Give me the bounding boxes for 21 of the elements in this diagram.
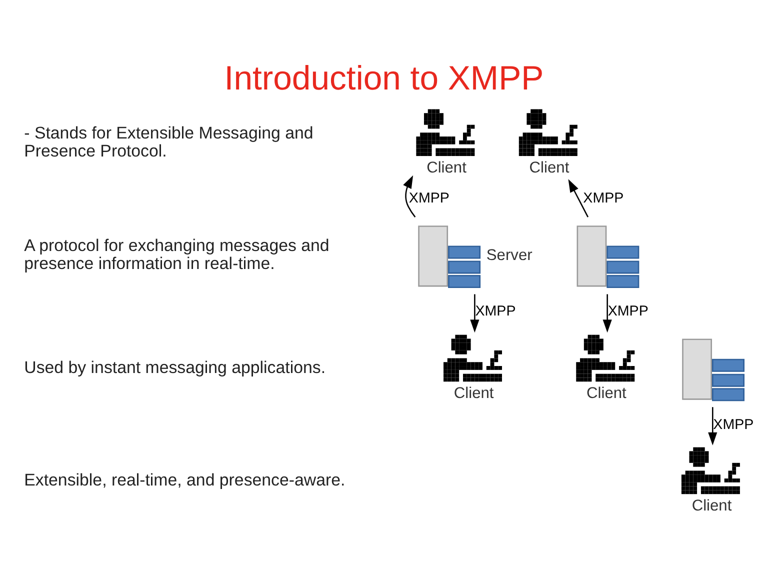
node-label: Client xyxy=(586,385,626,402)
arrow xyxy=(602,294,612,333)
arrow xyxy=(568,179,589,218)
node-label: Server xyxy=(486,247,532,264)
node-label: Client xyxy=(692,497,732,514)
arrow xyxy=(708,407,718,446)
edge-label: XMPP xyxy=(475,304,516,320)
label: Extensible, real-time, and presence-aware. xyxy=(24,470,346,490)
edge-label: XMPP xyxy=(608,304,648,320)
label: Used by instant messaging applications. xyxy=(24,358,326,378)
edge-label: XMPP xyxy=(713,416,754,433)
node-label: Client xyxy=(454,385,494,402)
arrow xyxy=(470,294,480,333)
label: A protocol for exchanging messages and presence information in real-time. xyxy=(24,236,330,274)
arrow xyxy=(403,175,416,218)
node-label: Client xyxy=(426,159,466,176)
edge-label: XMPP xyxy=(583,190,624,207)
edge-label: XMPP xyxy=(408,190,450,207)
node-label: Client xyxy=(529,159,570,176)
label: - Stands for Extensible Messaging and Presence Protocol. xyxy=(24,123,314,161)
diagram-title: Introduction to XMPP xyxy=(224,59,544,98)
